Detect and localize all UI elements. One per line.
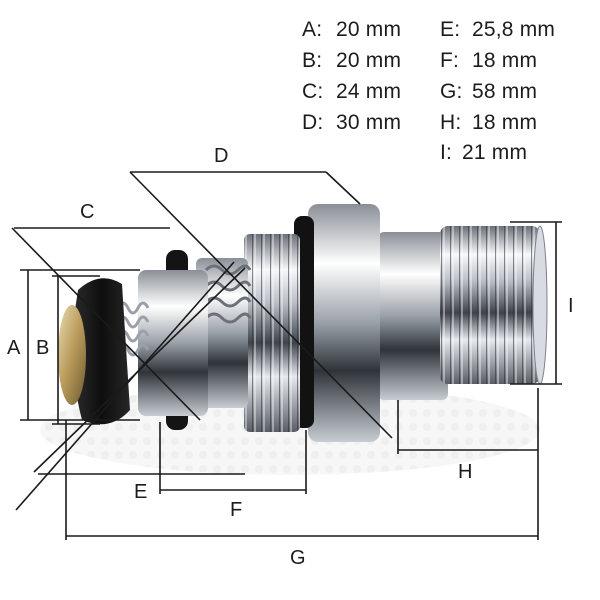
legend-row-f: F: 18 mm bbox=[440, 49, 537, 73]
label-E: E bbox=[134, 481, 147, 503]
dimension-labels: D C A B E F G H I bbox=[7, 145, 574, 569]
legend-row-a: A: 20 mm bbox=[302, 18, 401, 42]
label-G: G bbox=[290, 547, 306, 569]
brass-cap bbox=[58, 305, 86, 405]
label-A: A bbox=[7, 337, 21, 359]
collar bbox=[294, 204, 380, 442]
legend-key: G: bbox=[440, 80, 463, 103]
legend-key: C: bbox=[302, 80, 324, 103]
legend-row-h: H: 18 mm bbox=[440, 111, 537, 135]
legend-value: 24 mm bbox=[336, 80, 402, 103]
legend-key: A: bbox=[302, 18, 323, 41]
label-D: D bbox=[214, 145, 228, 167]
legend-row-g: G: 58 mm bbox=[440, 80, 537, 104]
legend-row-i: I: 21 mm bbox=[440, 141, 527, 165]
legend-value: 25,8 mm bbox=[472, 18, 556, 41]
legend-row-e: E: 25,8 mm bbox=[440, 18, 555, 42]
legend-value: 18 mm bbox=[472, 111, 538, 134]
legend-value: 20 mm bbox=[336, 18, 402, 41]
legend-key: F: bbox=[440, 49, 460, 72]
legend-key: E: bbox=[440, 18, 461, 41]
legend-value: 21 mm bbox=[462, 141, 528, 164]
rubber-seal bbox=[72, 278, 130, 425]
legend-row-b: B: 20 mm bbox=[302, 49, 401, 73]
legend-key: I: bbox=[440, 141, 453, 164]
valve-illustration bbox=[58, 204, 548, 442]
legend-key: D: bbox=[302, 111, 324, 134]
legend-row-c: C: 24 mm bbox=[302, 80, 401, 104]
label-C: C bbox=[80, 201, 94, 223]
label-I: I bbox=[568, 295, 574, 317]
label-H: H bbox=[458, 461, 472, 483]
label-B: B bbox=[36, 337, 49, 359]
legend-row-d: D: 30 mm bbox=[302, 111, 401, 135]
legend-value: 30 mm bbox=[336, 111, 402, 134]
legend-value: 20 mm bbox=[336, 49, 402, 72]
legend-value: 58 mm bbox=[472, 80, 538, 103]
dimension-lines bbox=[11, 171, 562, 540]
right-thread bbox=[378, 225, 548, 400]
legend-key: H: bbox=[440, 111, 462, 134]
legend-value: 18 mm bbox=[472, 49, 538, 72]
left-shoulder bbox=[138, 270, 208, 416]
legend-key: B: bbox=[302, 49, 323, 72]
middle-thread bbox=[244, 234, 300, 432]
label-F: F bbox=[230, 499, 242, 521]
